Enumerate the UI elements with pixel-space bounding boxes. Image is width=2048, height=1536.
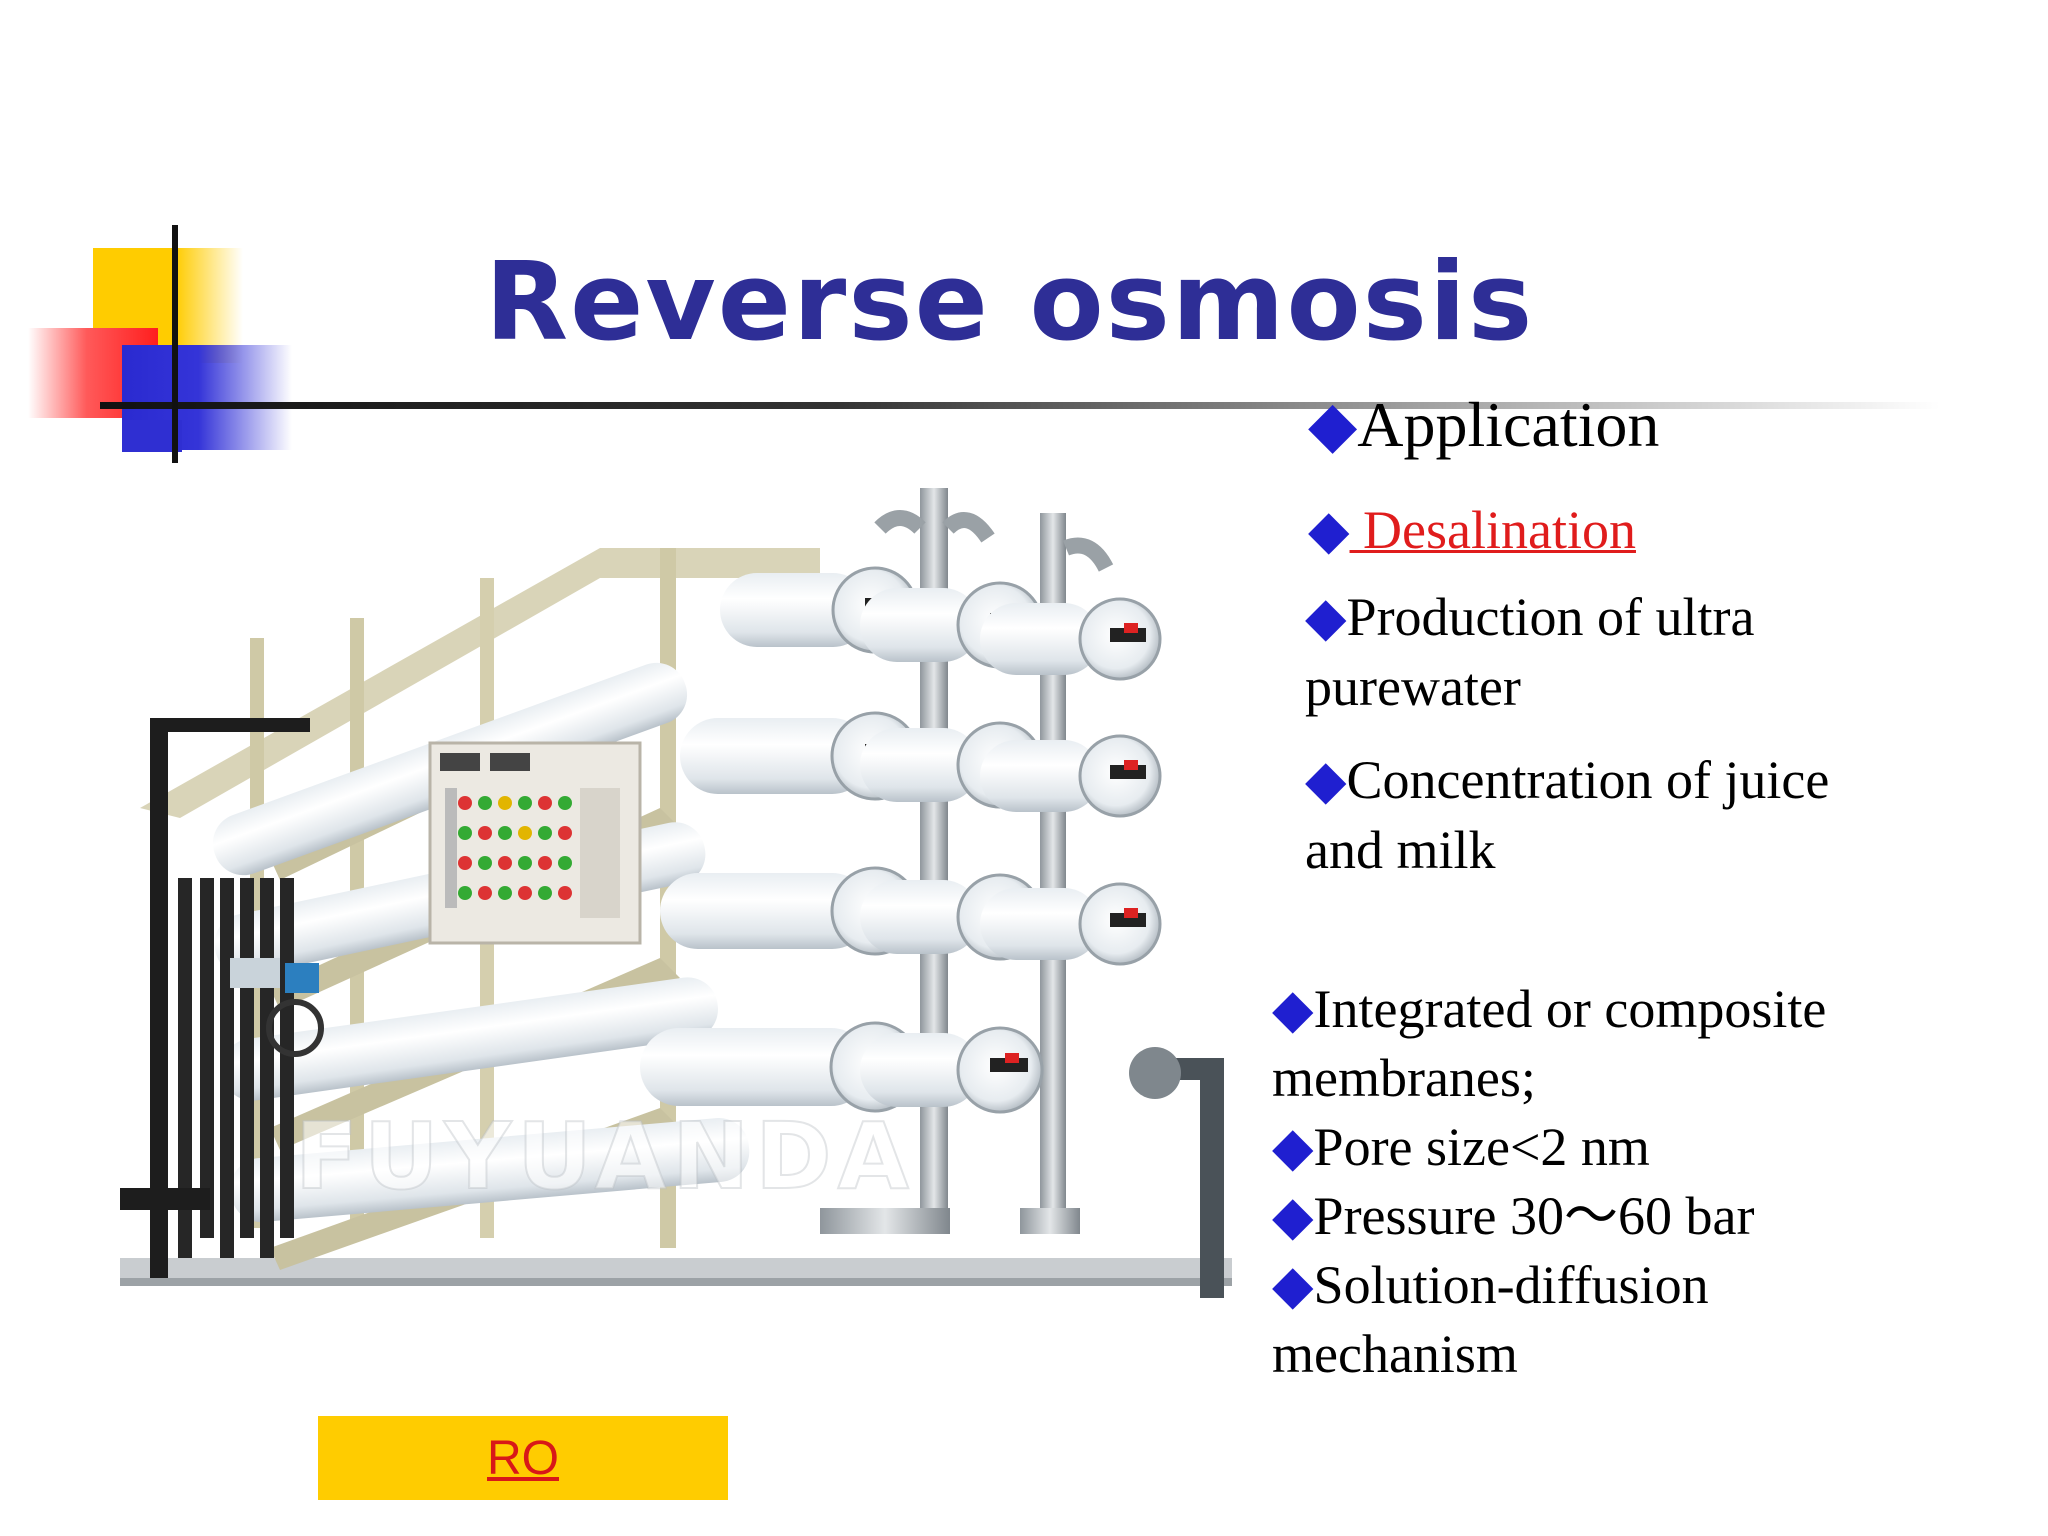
production-line2: purewater: [1305, 657, 1521, 717]
membrane-properties-list: ◆Integrated or composite membranes; ◆Por…: [1272, 975, 1826, 1389]
photo-watermark: FUYUANDA: [295, 1103, 915, 1210]
application-label: Application: [1357, 389, 1660, 460]
production-item: ◆Production of ultra purewater: [1305, 582, 1754, 722]
diamond-bullet-icon: ◆: [1305, 587, 1347, 647]
concentration-item: ◆Concentration of juice and milk: [1305, 745, 1829, 885]
ro-plant-photo: FUYUANDA: [120, 488, 1232, 1298]
slide-title: Reverse osmosis: [485, 240, 1535, 365]
concentration-line1: Concentration of juice: [1346, 750, 1830, 810]
diamond-bullet-icon: ◆: [1308, 389, 1358, 460]
diamond-bullet-icon: ◆: [1272, 979, 1314, 1039]
diamond-bullet-icon: ◆: [1272, 1186, 1314, 1246]
property-membranes-line1: Integrated or composite: [1313, 979, 1827, 1039]
diamond-bullet-icon: ◆: [1272, 1117, 1314, 1177]
decor-vertical-rule: [172, 225, 178, 463]
application-heading: ◆Application: [1308, 388, 1659, 462]
ro-button[interactable]: RO: [318, 1416, 728, 1500]
desalination-link[interactable]: Desalination: [1349, 500, 1636, 560]
diamond-bullet-icon: ◆: [1305, 750, 1347, 810]
desalination-item: ◆ Desalination: [1308, 498, 1636, 562]
property-mechanism-line1: Solution-diffusion: [1313, 1255, 1709, 1315]
property-membranes-line2: membranes;: [1272, 1048, 1536, 1108]
property-pore-size: Pore size<2 nm: [1313, 1117, 1650, 1177]
property-mechanism-line2: mechanism: [1272, 1324, 1518, 1384]
diamond-bullet-icon: ◆: [1272, 1255, 1314, 1315]
concentration-line2: and milk: [1305, 820, 1496, 880]
title-underline-rule: [100, 402, 1940, 409]
diamond-bullet-icon: ◆: [1308, 500, 1350, 560]
production-line1: Production of ultra: [1346, 587, 1755, 647]
property-pressure: Pressure 30～60 bar: [1313, 1186, 1755, 1246]
